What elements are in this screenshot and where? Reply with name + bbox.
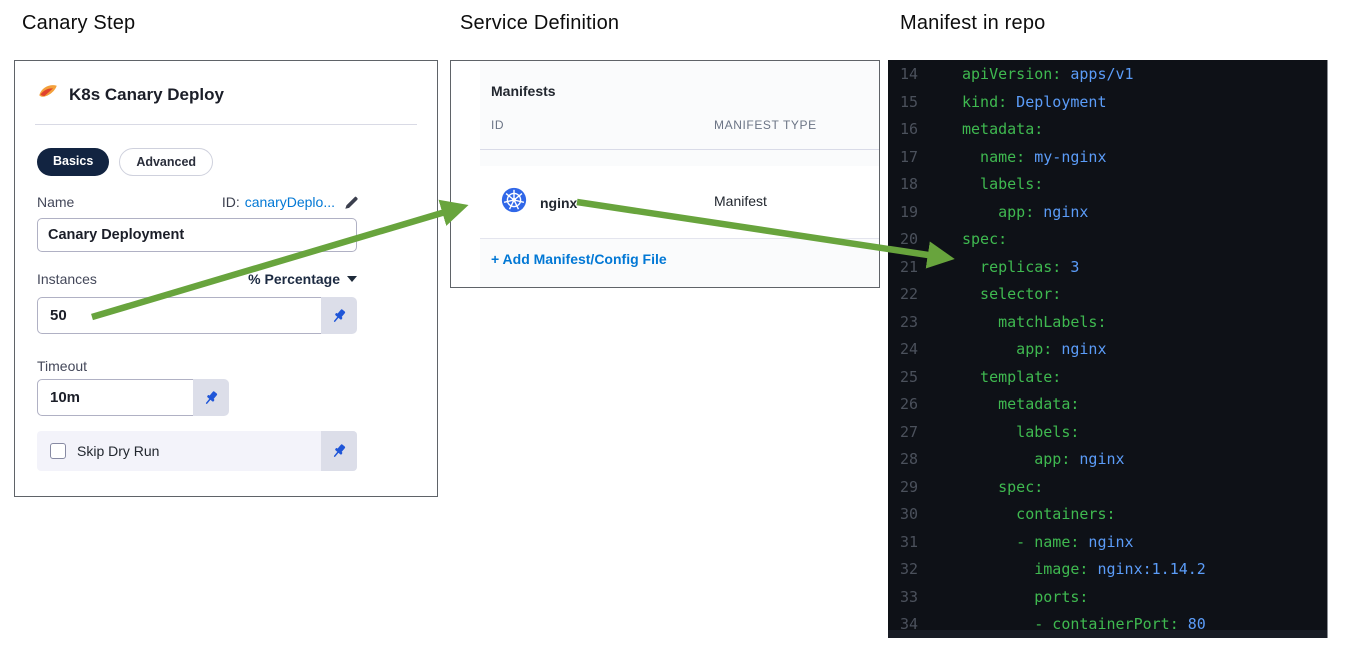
code-line: 32 image: nginx:1.14.2 — [899, 560, 1206, 578]
skip-dry-run-pin-button[interactable] — [321, 431, 357, 471]
timeout-input[interactable]: 10m — [37, 379, 193, 416]
skip-dry-run-row: Skip Dry Run — [37, 431, 357, 471]
column-header-manifest-type: MANIFEST TYPE — [714, 118, 817, 132]
instances-label: Instances — [37, 271, 97, 287]
tab-advanced[interactable]: Advanced — [119, 148, 214, 176]
instances-input[interactable]: 50 — [37, 297, 321, 334]
code-line: 17 name: my-nginx — [899, 147, 1107, 166]
id-link[interactable]: canaryDeplo... — [244, 194, 335, 210]
code-line: 33 ports: — [899, 587, 1089, 606]
instances-unit-dropdown[interactable]: % Percentage — [248, 271, 357, 287]
code-line: 30 containers: — [899, 505, 1116, 523]
code-line: 19 app: nginx — [899, 202, 1089, 221]
code-line: 22 selector: — [899, 285, 1062, 303]
name-input[interactable]: Canary Deployment — [37, 218, 357, 252]
code-line: 18 labels: — [899, 175, 1044, 193]
column-header-id: ID — [491, 118, 505, 132]
header-divider — [480, 149, 879, 150]
edit-pencil-icon[interactable] — [344, 195, 359, 210]
id-prefix: ID: — [221, 194, 240, 210]
service-definition-heading: Service Definition — [460, 12, 620, 34]
name-label: Name — [37, 194, 75, 210]
add-manifest-link[interactable]: + Add Manifest/Config File — [491, 251, 667, 267]
code-line: 26 metadata: — [899, 395, 1080, 413]
service-definition-panel: Manifests ID MANIFEST TYPE — [450, 60, 880, 288]
code-line: 31 - name: nginx — [899, 532, 1134, 551]
code-line: 21 replicas: 3 — [899, 257, 1080, 276]
skip-dry-run-checkbox[interactable] — [50, 443, 66, 459]
manifest-type-value: Manifest — [714, 193, 767, 209]
canary-bird-icon — [37, 81, 59, 108]
instances-unit-value: % Percentage — [248, 271, 340, 287]
skip-dry-run-label: Skip Dry Run — [77, 443, 160, 459]
code-footer-strip — [888, 630, 1327, 638]
kubernetes-icon — [501, 187, 527, 218]
code-line: 34 - containerPort: 80 — [899, 615, 1206, 633]
code-line: 23 matchLabels: — [899, 312, 1107, 331]
canary-step-heading: Canary Step — [22, 12, 136, 34]
canary-step-panel: K8s Canary Deploy Basics Advanced Name I… — [14, 60, 438, 497]
title-divider — [35, 124, 417, 125]
timeout-pin-button[interactable] — [193, 379, 229, 416]
code-line: 29 spec: — [899, 477, 1044, 496]
step-tabs: Basics Advanced — [37, 148, 214, 176]
tab-basics[interactable]: Basics — [37, 148, 110, 176]
timeout-label: Timeout — [37, 358, 88, 374]
instances-pin-button[interactable] — [321, 297, 357, 334]
manifest-in-repo-heading: Manifest in repo — [900, 12, 1046, 34]
chevron-down-icon — [347, 276, 357, 282]
code-line: 27 labels: — [899, 422, 1080, 441]
code-line: 25 template: — [899, 367, 1062, 386]
code-line: 24 app: nginx — [899, 340, 1107, 358]
manifest-table-row[interactable]: nginx Manifest — [480, 166, 879, 239]
manifests-title: Manifests — [491, 83, 556, 99]
manifest-id-value: nginx — [540, 194, 578, 211]
step-title: K8s Canary Deploy — [69, 84, 224, 104]
code-line: 28 app: nginx — [899, 450, 1125, 468]
